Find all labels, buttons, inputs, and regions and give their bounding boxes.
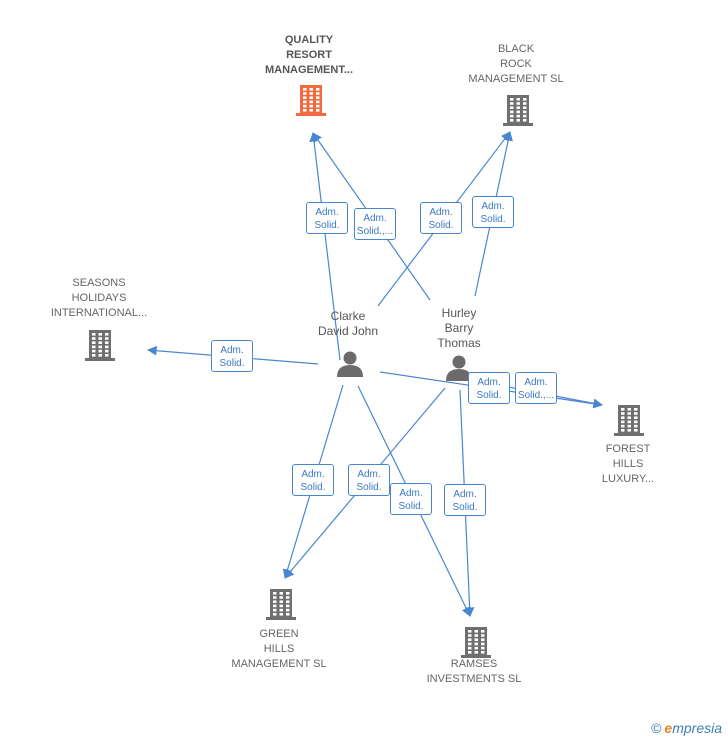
edge-label-hurley-ramses[interactable]: Adm. Solid. bbox=[444, 484, 486, 516]
edge-label-clarke-forest[interactable]: Adm. Solid. bbox=[468, 372, 510, 404]
edge-label-clarke-green[interactable]: Adm. Solid. bbox=[292, 464, 334, 496]
brand-initial: e bbox=[664, 720, 673, 736]
clarke-person-icon[interactable] bbox=[337, 351, 363, 378]
edge-label-clarke-seasons[interactable]: Adm. Solid. bbox=[211, 340, 253, 372]
edge-label-clarke-ramses[interactable]: Adm. Solid. bbox=[390, 483, 432, 515]
edge-label-hurley-green[interactable]: Adm. Solid. bbox=[348, 464, 390, 496]
edge-label-hurley-quality[interactable]: Adm. Solid.,... bbox=[354, 208, 396, 240]
person-label-hurley[interactable]: Hurley Barry Thomas bbox=[437, 306, 481, 350]
edge-clarke-quality bbox=[309, 132, 341, 361]
company-label-seasons[interactable]: SEASONS HOLIDAYS INTERNATIONAL... bbox=[50, 277, 148, 319]
edge-label-clarke-blackrock[interactable]: Adm. Solid. bbox=[420, 202, 462, 234]
seasons-building-icon[interactable] bbox=[85, 330, 115, 361]
forest-building-icon[interactable] bbox=[614, 405, 644, 436]
edge-label-hurley-blackrock[interactable]: Adm. Solid. bbox=[472, 196, 514, 228]
company-label-blackrock[interactable]: BLACK ROCK MANAGEMENT SL bbox=[468, 43, 564, 85]
ramses-building-icon[interactable] bbox=[461, 627, 491, 658]
copyright-symbol: © bbox=[651, 720, 662, 736]
company-label-quality[interactable]: QUALITY RESORT MANAGEMENT... bbox=[265, 34, 353, 76]
edge-label-clarke-quality[interactable]: Adm. Solid. bbox=[306, 202, 348, 234]
person-label-clarke[interactable]: Clarke David John bbox=[317, 309, 379, 338]
green-building-icon[interactable] bbox=[266, 589, 296, 620]
brand-watermark: ©empresia bbox=[651, 720, 722, 736]
company-label-green[interactable]: GREEN HILLS MANAGEMENT SL bbox=[231, 628, 327, 670]
brand-name: mpresia bbox=[672, 720, 722, 736]
blackrock-building-icon[interactable] bbox=[503, 95, 533, 126]
hurley-person-icon[interactable] bbox=[446, 355, 472, 382]
edge-label-hurley-forest[interactable]: Adm. Solid.,... bbox=[515, 372, 557, 404]
quality-building-icon[interactable] bbox=[296, 85, 326, 116]
company-label-ramses[interactable]: RAMSES INVESTMENTS SL bbox=[426, 658, 522, 685]
company-label-forest[interactable]: FOREST HILLS LUXURY... bbox=[601, 443, 655, 485]
icons-layer bbox=[85, 85, 644, 658]
